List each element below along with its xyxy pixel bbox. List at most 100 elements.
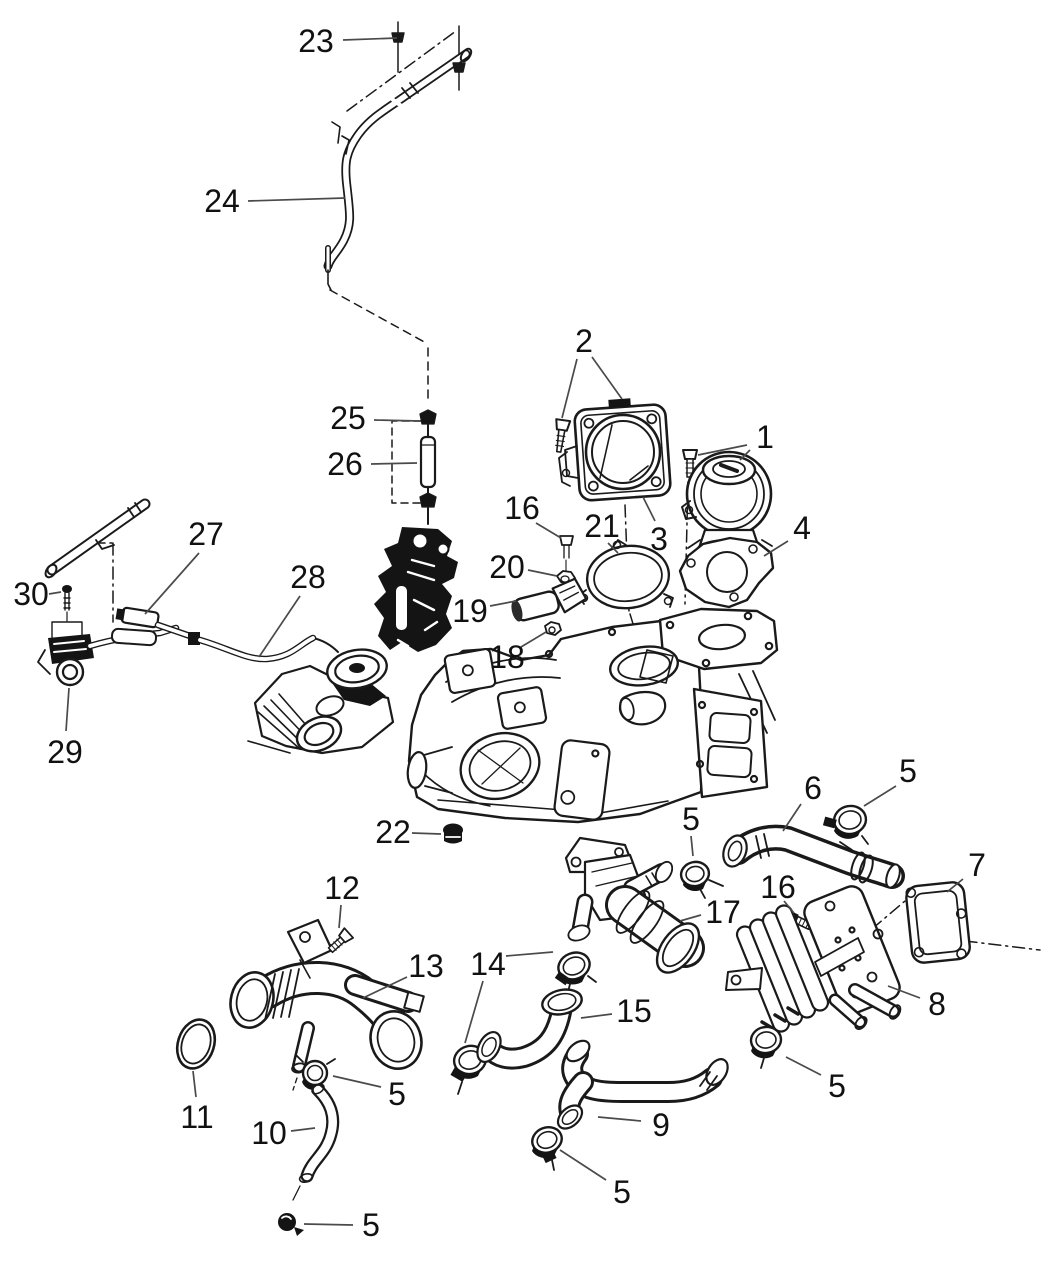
callout-label[interactable]: 4 bbox=[793, 510, 811, 546]
callout-29-16[interactable]: 29 bbox=[47, 687, 83, 770]
callout-label[interactable]: 14 bbox=[470, 946, 506, 982]
callout-9-33[interactable]: 9 bbox=[597, 1107, 670, 1143]
callout-4-9[interactable]: 4 bbox=[763, 510, 811, 557]
hose-fitting-column bbox=[419, 409, 437, 525]
callout-label[interactable]: 22 bbox=[375, 814, 411, 850]
callout-label[interactable]: 26 bbox=[327, 446, 363, 482]
bolt-2 bbox=[555, 418, 572, 453]
callout-5-34[interactable]: 5 bbox=[559, 1149, 631, 1210]
gasket-oil-cooler bbox=[905, 881, 971, 964]
callout-26-3[interactable]: 26 bbox=[327, 446, 418, 482]
callout-28-14[interactable]: 28 bbox=[258, 559, 326, 658]
callout-label[interactable]: 20 bbox=[489, 549, 525, 585]
callout-label[interactable]: 16 bbox=[760, 869, 796, 905]
intake-manifold bbox=[406, 607, 779, 824]
callout-label[interactable]: 16 bbox=[504, 490, 540, 526]
callout-11-29[interactable]: 11 bbox=[180, 1070, 214, 1135]
callout-label[interactable]: 27 bbox=[188, 516, 224, 552]
callout-label[interactable]: 5 bbox=[388, 1076, 406, 1112]
hose-clamp-cooler bbox=[749, 1025, 783, 1069]
callout-label[interactable]: 5 bbox=[362, 1207, 380, 1243]
callout-5-32[interactable]: 5 bbox=[785, 1056, 846, 1104]
callout-20-10[interactable]: 20 bbox=[489, 549, 558, 585]
callout-label[interactable]: 19 bbox=[452, 593, 488, 629]
callout-18-12[interactable]: 18 bbox=[489, 631, 547, 675]
callout-label[interactable]: 13 bbox=[408, 948, 444, 984]
leader-line bbox=[373, 419, 421, 422]
leader-line bbox=[65, 687, 70, 732]
callout-30-15[interactable]: 30 bbox=[13, 576, 62, 612]
callout-label[interactable]: 11 bbox=[180, 1099, 213, 1135]
leader-line bbox=[464, 980, 484, 1044]
callout-label[interactable]: 5 bbox=[828, 1068, 846, 1104]
callout-label[interactable]: 30 bbox=[13, 576, 49, 612]
gasket-egr-valve bbox=[678, 536, 775, 609]
leader-line bbox=[370, 462, 418, 465]
callout-label[interactable]: 5 bbox=[682, 801, 700, 837]
leader-line bbox=[258, 595, 301, 658]
callout-16-21[interactable]: 16 bbox=[760, 869, 796, 914]
callout-label[interactable]: 28 bbox=[290, 559, 326, 595]
callout-label[interactable]: 8 bbox=[928, 986, 946, 1022]
callout-5-20[interactable]: 5 bbox=[682, 801, 700, 857]
callout-label[interactable]: 5 bbox=[613, 1174, 631, 1210]
callout-label[interactable]: 6 bbox=[804, 770, 822, 806]
egr-pipe bbox=[44, 498, 151, 579]
leader-line bbox=[338, 904, 342, 929]
callout-14-27[interactable]: 14 bbox=[464, 946, 554, 1044]
callout-2-4[interactable]: 2 bbox=[561, 323, 623, 419]
callout-25-2[interactable]: 25 bbox=[330, 400, 421, 436]
callout-24-1[interactable]: 24 bbox=[204, 183, 346, 219]
leader-line bbox=[887, 985, 921, 999]
leader-line bbox=[782, 803, 802, 832]
leader-line bbox=[247, 197, 346, 202]
oil-cooler bbox=[725, 885, 902, 1033]
callout-label[interactable]: 17 bbox=[705, 894, 741, 930]
callout-label[interactable]: 25 bbox=[330, 400, 366, 436]
callout-17-23[interactable]: 17 bbox=[679, 894, 741, 930]
leader-line bbox=[342, 37, 398, 41]
leader-line bbox=[946, 878, 964, 893]
callout-1-5[interactable]: 1 bbox=[697, 419, 774, 461]
callout-label[interactable]: 18 bbox=[489, 639, 525, 675]
callout-19-11[interactable]: 19 bbox=[452, 593, 517, 629]
callout-label[interactable]: 9 bbox=[652, 1107, 670, 1143]
callout-label[interactable]: 29 bbox=[47, 734, 83, 770]
callout-label[interactable]: 12 bbox=[324, 870, 360, 906]
callout-27-13[interactable]: 27 bbox=[144, 516, 224, 615]
callout-7-22[interactable]: 7 bbox=[946, 847, 986, 893]
leader-line bbox=[561, 358, 578, 419]
egr-tube-assembly bbox=[374, 527, 458, 652]
callout-label[interactable]: 1 bbox=[756, 419, 774, 455]
callout-label[interactable]: 24 bbox=[204, 183, 240, 219]
leader-line bbox=[642, 496, 656, 522]
callout-15-28[interactable]: 15 bbox=[580, 993, 652, 1029]
callout-5-35[interactable]: 5 bbox=[303, 1207, 380, 1243]
hose-clamp-14b bbox=[450, 1044, 488, 1095]
callout-21-7[interactable]: 21 bbox=[584, 508, 620, 554]
callout-16-6[interactable]: 16 bbox=[504, 490, 562, 539]
leader-line bbox=[785, 1056, 822, 1076]
callout-6-19[interactable]: 6 bbox=[782, 770, 822, 832]
callout-label[interactable]: 21 bbox=[584, 508, 620, 544]
callout-5-31[interactable]: 5 bbox=[332, 1075, 406, 1112]
callout-10-30[interactable]: 10 bbox=[251, 1115, 316, 1151]
callout-3-8[interactable]: 3 bbox=[642, 496, 668, 557]
callout-label[interactable]: 23 bbox=[298, 23, 334, 59]
callout-23-0[interactable]: 23 bbox=[298, 23, 398, 59]
callout-label[interactable]: 10 bbox=[251, 1115, 287, 1151]
hose-clamp-small bbox=[278, 1213, 304, 1236]
callout-label[interactable]: 7 bbox=[968, 847, 986, 883]
callout-22-17[interactable]: 22 bbox=[375, 814, 442, 850]
callout-label[interactable]: 2 bbox=[575, 323, 593, 359]
callout-label[interactable]: 5 bbox=[899, 753, 917, 789]
callout-13-26[interactable]: 13 bbox=[362, 948, 444, 999]
callout-label[interactable]: 15 bbox=[616, 993, 652, 1029]
callout-8-24[interactable]: 8 bbox=[887, 985, 946, 1022]
leader-line bbox=[192, 1070, 197, 1098]
callout-5-18[interactable]: 5 bbox=[863, 753, 917, 807]
leader-line bbox=[783, 900, 795, 914]
callout-label[interactable]: 3 bbox=[650, 521, 668, 557]
callout-12-25[interactable]: 12 bbox=[324, 870, 360, 929]
